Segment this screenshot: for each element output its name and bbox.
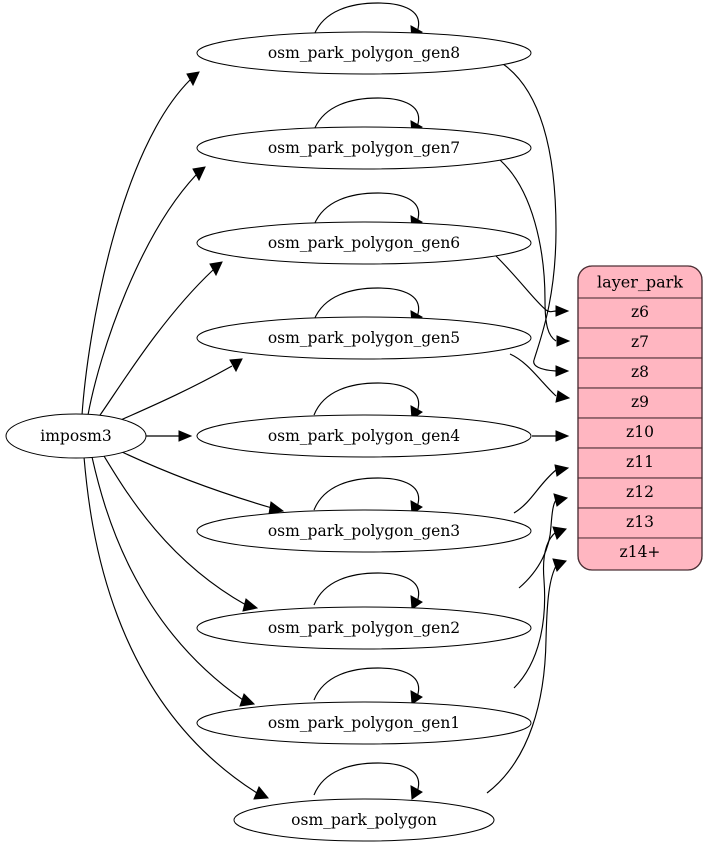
node-gen6-shape[interactable] (196, 221, 532, 265)
node-gen5[interactable]: osm_park_polygon_gen5 (196, 316, 532, 360)
node-gen8-label: osm_park_polygon_gen8 (268, 44, 460, 62)
edge-gen8-z8 (502, 63, 570, 377)
node-gen5-label: osm_park_polygon_gen5 (268, 329, 460, 347)
node-gen3-shape[interactable] (196, 509, 532, 553)
node-osm-park-polygon-label: osm_park_polygon (291, 811, 437, 829)
node-imposm3-label: imposm3 (40, 427, 111, 445)
edge-imposm3-gen6 (97, 261, 223, 419)
edge-gen4-z10 (532, 430, 570, 442)
node-gen8[interactable]: osm_park_polygon_gen8 (196, 31, 532, 75)
layer-table-outline (577, 265, 703, 571)
edge-imposm3-gen2 (103, 455, 259, 612)
layer-row-z7-label: z7 (631, 333, 649, 351)
node-gen1-shape[interactable] (196, 701, 532, 745)
edges-nodes-to-layers (486, 63, 571, 794)
self-loop-gen1 (313, 667, 423, 705)
layer-park-table[interactable]: layer_park z6 z7 z8 z9 z10 z11 z12 z13 z… (577, 265, 703, 571)
self-loop-base (313, 762, 423, 800)
node-gen6[interactable]: osm_park_polygon_gen6 (196, 221, 532, 265)
node-gen7-label: osm_park_polygon_gen7 (268, 139, 460, 157)
node-gen4[interactable]: osm_park_polygon_gen4 (196, 414, 532, 458)
self-loop-gen4 (313, 382, 423, 420)
self-loop-gen3 (313, 477, 423, 515)
layer-row-z13-label: z13 (626, 513, 654, 531)
edge-gen2-z12 (518, 493, 569, 589)
node-gen6-label: osm_park_polygon_gen6 (268, 234, 460, 252)
node-gen1[interactable]: osm_park_polygon_gen1 (196, 701, 532, 745)
self-loop-gen2 (313, 572, 423, 610)
node-gen2-shape[interactable] (196, 606, 532, 650)
node-gen4-shape[interactable] (196, 414, 532, 458)
layer-row-z10-label: z10 (626, 423, 654, 441)
node-gen5-shape[interactable] (196, 316, 532, 360)
layer-row-z11-label: z11 (626, 453, 654, 471)
layer-row-z8-label: z8 (631, 363, 649, 381)
node-imposm3[interactable]: imposm3 (5, 413, 147, 459)
self-loops (313, 2, 423, 800)
edge-base-z14 (486, 558, 567, 794)
node-osm-park-polygon[interactable]: osm_park_polygon (233, 798, 495, 842)
node-gen8-shape[interactable] (196, 31, 532, 75)
edge-gen1-z13 (513, 526, 567, 689)
edge-imposm3-gen8 (81, 71, 200, 416)
layer-row-z8-cell[interactable] (577, 357, 703, 389)
layer-row-z9-label: z9 (631, 393, 649, 411)
edge-gen7-z7 (499, 159, 571, 347)
node-gen7-shape[interactable] (196, 126, 532, 170)
node-gen4-label: osm_park_polygon_gen4 (268, 427, 460, 445)
node-gen3-label: osm_park_polygon_gen3 (268, 522, 460, 540)
edge-imposm3-gen4 (146, 430, 193, 442)
node-gen3[interactable]: osm_park_polygon_gen3 (196, 509, 532, 553)
node-gen2-label: osm_park_polygon_gen2 (268, 619, 460, 637)
edge-gen3-z11 (513, 464, 570, 514)
node-gen2[interactable]: osm_park_polygon_gen2 (196, 606, 532, 650)
layer-row-z14-label: z14+ (620, 543, 661, 561)
layer-table-header-label: layer_park (597, 273, 683, 292)
node-imposm3-shape[interactable] (5, 413, 147, 459)
edges-source-to-nodes (81, 71, 285, 800)
edge-imposm3-gen3 (121, 451, 285, 515)
layer-row-z11-cell[interactable] (577, 447, 703, 479)
edge-imposm3-gen1 (91, 456, 256, 707)
layer-row-z9-cell[interactable] (577, 387, 703, 419)
layer-row-z6-label: z6 (631, 303, 649, 321)
edge-imposm3-gen7 (87, 166, 206, 416)
edge-gen5-z9 (509, 353, 571, 403)
node-gen1-label: osm_park_polygon_gen1 (268, 714, 460, 732)
node-gen7[interactable]: osm_park_polygon_gen7 (196, 126, 532, 170)
edge-imposm3-base (83, 456, 269, 800)
edge-gen6-z6 (495, 255, 570, 317)
layer-row-z12-label: z12 (626, 483, 654, 501)
node-osm-park-polygon-shape[interactable] (233, 798, 495, 842)
layer-row-z10-cell[interactable] (577, 417, 703, 449)
layer-row-z12-cell[interactable] (577, 477, 703, 509)
